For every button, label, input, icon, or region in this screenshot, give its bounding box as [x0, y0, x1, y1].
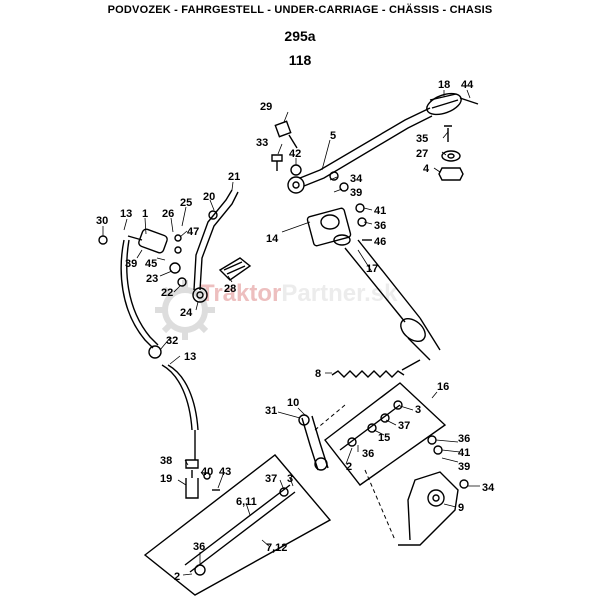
linkage-box-16 — [324, 382, 447, 486]
label-4: 4 — [423, 163, 430, 175]
linkage-box-7-12 — [143, 454, 332, 596]
label-29: 29 — [260, 101, 272, 113]
label-37-bottom: 37 — [265, 473, 277, 485]
dashed-guide — [314, 404, 396, 541]
label-40: 40 — [201, 466, 213, 478]
label-7-12: 7,12 — [266, 542, 287, 554]
label-24: 24 — [180, 307, 193, 319]
lever-knob — [426, 92, 479, 116]
label-5: 5 — [330, 130, 336, 142]
label-33: 33 — [256, 137, 268, 149]
hydraulic-hose-13 — [120, 239, 199, 460]
master-cylinder-1 — [127, 228, 182, 254]
label-16: 16 — [437, 381, 449, 393]
clevis-19 — [185, 470, 199, 499]
label-15: 15 — [378, 432, 390, 444]
bleed-screw-38 — [185, 459, 199, 469]
pedal-arm — [193, 189, 239, 291]
label-26: 26 — [162, 208, 174, 220]
part-29 — [274, 120, 298, 149]
label-14: 14 — [266, 233, 279, 245]
label-27: 27 — [416, 148, 428, 160]
label-6-11: 6,11 — [236, 496, 257, 508]
washer-30 — [98, 235, 108, 245]
lever-10 — [298, 414, 329, 471]
pedal-pivot — [192, 287, 208, 303]
label-3-right: 3 — [415, 404, 421, 416]
label-41-top: 41 — [374, 205, 386, 217]
label-18: 18 — [438, 79, 450, 91]
pedal-pad-28 — [218, 257, 252, 281]
label-25: 25 — [180, 197, 192, 209]
label-37-right: 37 — [398, 420, 410, 432]
label-38: 38 — [160, 455, 172, 467]
bushing-5 — [287, 176, 305, 194]
spring-8 — [331, 359, 421, 378]
bolt-33 — [271, 154, 283, 171]
label-28: 28 — [224, 283, 236, 295]
label-36-right: 36 — [458, 433, 470, 445]
shaft-17 — [344, 239, 441, 361]
label-1: 1 — [142, 208, 148, 220]
label-45: 45 — [145, 258, 157, 270]
page-number: 118 — [288, 52, 312, 68]
label-32: 32 — [166, 335, 178, 347]
label-36-top: 36 — [374, 220, 386, 232]
label-9: 9 — [458, 502, 464, 514]
label-17: 17 — [366, 263, 378, 275]
label-44: 44 — [461, 79, 474, 91]
washer-42 — [290, 164, 302, 176]
nut-4 — [438, 167, 464, 181]
label-23: 23 — [146, 273, 158, 285]
hub-14 — [306, 207, 352, 247]
nuts-34-39 — [329, 171, 349, 192]
label-41-right: 41 — [458, 447, 470, 459]
label-13-bottom: 13 — [184, 351, 196, 363]
nuts-41-36 — [355, 203, 367, 227]
bolt-35 — [444, 125, 452, 142]
label-10: 10 — [287, 397, 299, 409]
label-2-bottom: 2 — [174, 571, 180, 583]
label-43: 43 — [219, 466, 231, 478]
label-36-mid: 36 — [362, 448, 374, 460]
label-20: 20 — [203, 191, 215, 203]
label-3-bottom: 3 — [287, 473, 293, 485]
gear-lever-rod — [299, 107, 433, 187]
watermark-part1: Traktor — [200, 280, 282, 307]
label-47: 47 — [187, 226, 199, 238]
label-2-right: 2 — [346, 461, 352, 473]
label-34-top: 34 — [350, 173, 363, 185]
watermark: TraktorPartner.sk — [200, 280, 397, 308]
label-21: 21 — [228, 171, 240, 183]
label-19: 19 — [160, 473, 172, 485]
label-31: 31 — [265, 405, 277, 417]
label-39-right: 39 — [458, 461, 470, 473]
diagram-header: PODVOZEK - FAHRGESTELL - UNDER-CARRIAGE … — [107, 4, 493, 16]
label-34-right: 34 — [482, 482, 495, 494]
label-39-left: 39 — [125, 258, 137, 270]
watermark-part2: Partner.sk — [281, 280, 398, 307]
label-36-bottom: 36 — [193, 541, 205, 553]
label-46: 46 — [374, 236, 386, 248]
label-13-top: 13 — [120, 208, 132, 220]
parts-23-22 — [169, 262, 187, 287]
label-22: 22 — [161, 287, 173, 299]
washer-27 — [441, 150, 461, 162]
label-42: 42 — [289, 148, 301, 160]
label-8: 8 — [315, 368, 321, 380]
label-30: 30 — [96, 215, 108, 227]
label-35: 35 — [416, 133, 428, 145]
label-39-top: 39 — [350, 187, 362, 199]
group-code: 295a — [284, 28, 316, 44]
